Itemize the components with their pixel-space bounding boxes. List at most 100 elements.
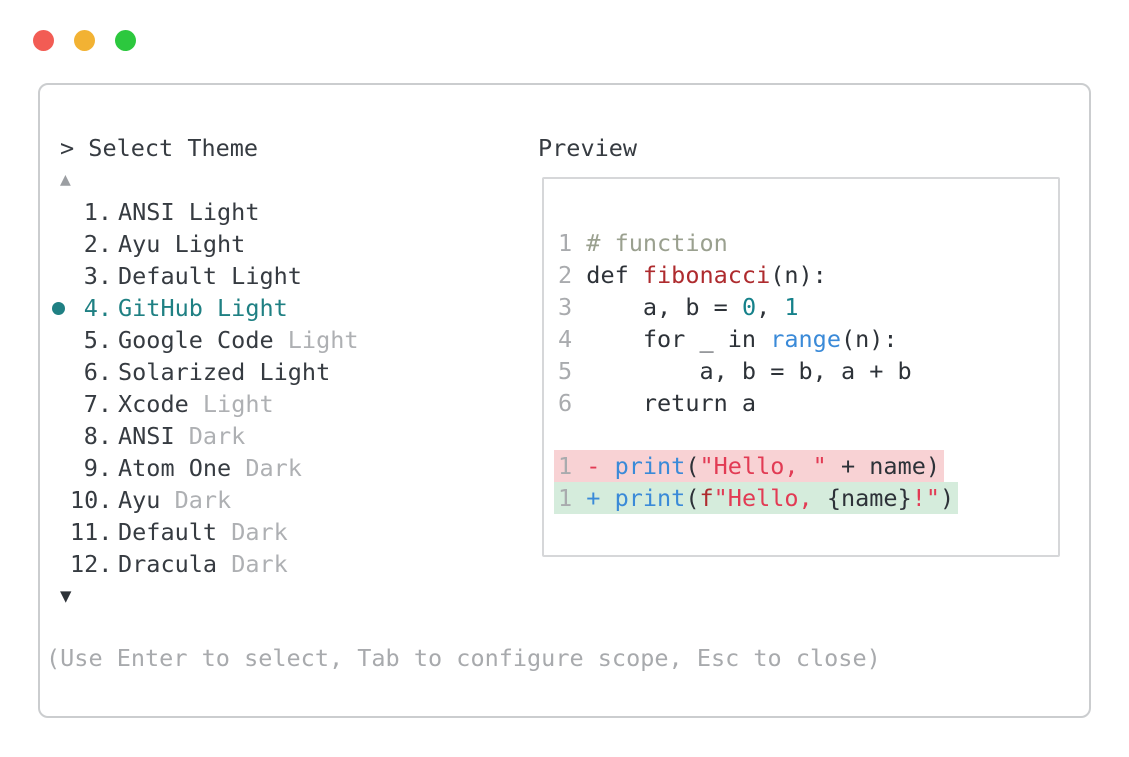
theme-name-main: GitHub Light <box>118 294 288 322</box>
diff-line-added: 1 + print(f"Hello, {name}!") <box>554 482 959 514</box>
theme-name-variant: Light <box>273 326 359 354</box>
theme-name-variant: Dark <box>217 550 288 578</box>
line-number: 2 <box>558 261 587 289</box>
theme-number: 6. <box>83 358 112 386</box>
code-token: print <box>614 484 686 512</box>
theme-number: 1. <box>83 198 112 226</box>
code-token: def <box>586 261 643 289</box>
diff-highlight: 1 + print(f"Hello, {name}!") <box>554 482 959 514</box>
minimize-icon[interactable] <box>74 30 95 51</box>
theme-name: Ayu Light <box>118 228 245 260</box>
code-token: 0 <box>741 293 757 321</box>
blank-line <box>558 419 958 450</box>
theme-option-xcode[interactable]: 7.Xcode Light <box>46 388 359 420</box>
page-title: > Select Theme <box>60 134 259 162</box>
theme-name-main: Dracula <box>118 550 218 578</box>
theme-name-main: Ayu Light <box>118 230 246 258</box>
code-token: (n): <box>770 261 827 289</box>
theme-option-ayu-light[interactable]: 2.Ayu Light <box>46 228 359 260</box>
theme-number: 2. <box>83 230 112 258</box>
code-token: print <box>614 452 686 480</box>
theme-name-main: Ayu <box>118 486 161 514</box>
zoom-icon[interactable] <box>115 30 136 51</box>
line-number: 1 <box>558 229 587 257</box>
code-token: # function <box>586 229 728 257</box>
code-token: range <box>770 325 841 353</box>
code-token: (n): <box>840 325 898 353</box>
diff-highlight: 1 - print("Hello, " + name) <box>554 450 945 482</box>
theme-option-ansi[interactable]: 8.ANSI Dark <box>46 420 359 452</box>
theme-name: GitHub Light <box>118 292 288 324</box>
theme-number: 11. <box>70 518 113 546</box>
theme-name-variant: Light <box>188 390 274 418</box>
code-token: for _ in <box>586 325 771 353</box>
code-token: !" <box>911 484 941 512</box>
code-line: 4 for _ in range(n): <box>558 323 958 355</box>
code-token: - <box>586 452 615 480</box>
close-icon[interactable] <box>33 30 54 51</box>
theme-option-solarized-light[interactable]: 6.Solarized Light <box>46 356 359 388</box>
diff-line-removed: 1 - print("Hello, " + name) <box>554 450 958 482</box>
window-controls <box>33 30 136 51</box>
theme-name: Default Light <box>118 260 302 292</box>
code-token: 1 <box>784 293 799 321</box>
theme-option-atom-one[interactable]: 9.Atom One Dark <box>46 452 359 484</box>
line-number: 1 <box>558 452 587 480</box>
theme-name-main: Atom One <box>118 454 232 482</box>
theme-option-default-light[interactable]: 3.Default Light <box>46 260 359 292</box>
theme-option-google-code[interactable]: 5.Google Code Light <box>46 324 359 356</box>
theme-option-ayu[interactable]: 10.Ayu Dark <box>46 484 359 516</box>
line-number: 6 <box>558 389 587 417</box>
selected-bullet-icon <box>51 301 65 315</box>
theme-name: Default Dark <box>118 516 288 548</box>
code-token: a, b = b, a + b <box>586 357 912 385</box>
theme-name-variant: Dark <box>160 486 232 514</box>
line-number: 4 <box>558 325 587 353</box>
code-token: + <box>586 484 615 512</box>
theme-name-main: Solarized Light <box>118 358 331 386</box>
theme-number: 12. <box>70 550 113 578</box>
code-line: 5 a, b = b, a + b <box>558 355 958 387</box>
code-line: 2 def fibonacci(n): <box>558 259 958 291</box>
theme-option-github-light[interactable]: 4.GitHub Light <box>46 292 359 324</box>
theme-name: Ayu Dark <box>118 484 231 516</box>
code-line: 3 a, b = 0, 1 <box>558 291 958 323</box>
theme-name-main: ANSI <box>118 422 175 450</box>
theme-name: Solarized Light <box>118 356 330 388</box>
code-line: 6 return a <box>558 387 958 419</box>
theme-number: 9. <box>83 454 112 482</box>
theme-name: Google Code Light <box>118 324 359 356</box>
theme-name-main: ANSI Light <box>118 198 260 226</box>
theme-number: 7. <box>83 390 112 418</box>
code-token: return a <box>586 389 757 417</box>
theme-option-ansi-light[interactable]: 1.ANSI Light <box>46 196 359 228</box>
code-token: ( <box>685 484 700 512</box>
code-token: , <box>756 293 785 321</box>
theme-name: Dracula Dark <box>118 548 288 580</box>
theme-number: 3. <box>83 262 112 290</box>
theme-option-dracula[interactable]: 12.Dracula Dark <box>46 548 359 580</box>
scroll-up-icon[interactable]: ▲ <box>60 169 71 190</box>
theme-option-default[interactable]: 11.Default Dark <box>46 516 359 548</box>
line-number: 1 <box>558 484 587 512</box>
code-token: + name) <box>826 452 941 480</box>
code-token: "Hello, <box>713 484 827 512</box>
code-line: 1 # function <box>558 227 958 259</box>
theme-number: 5. <box>83 326 112 354</box>
theme-name: ANSI Light <box>118 196 259 228</box>
theme-number: 4. <box>83 294 112 322</box>
line-number: 5 <box>558 357 587 385</box>
theme-name-variant: Dark <box>231 454 302 482</box>
code-token: ) <box>940 484 955 512</box>
theme-number: 8. <box>83 422 112 450</box>
theme-number: 10. <box>70 486 113 514</box>
scroll-down-icon[interactable]: ▼ <box>60 585 72 607</box>
theme-name: Xcode Light <box>118 388 274 420</box>
theme-name: Atom One Dark <box>118 452 302 484</box>
theme-name-variant: Dark <box>217 518 288 546</box>
theme-name-main: Google Code <box>118 326 274 354</box>
preview-label: Preview <box>538 134 638 162</box>
